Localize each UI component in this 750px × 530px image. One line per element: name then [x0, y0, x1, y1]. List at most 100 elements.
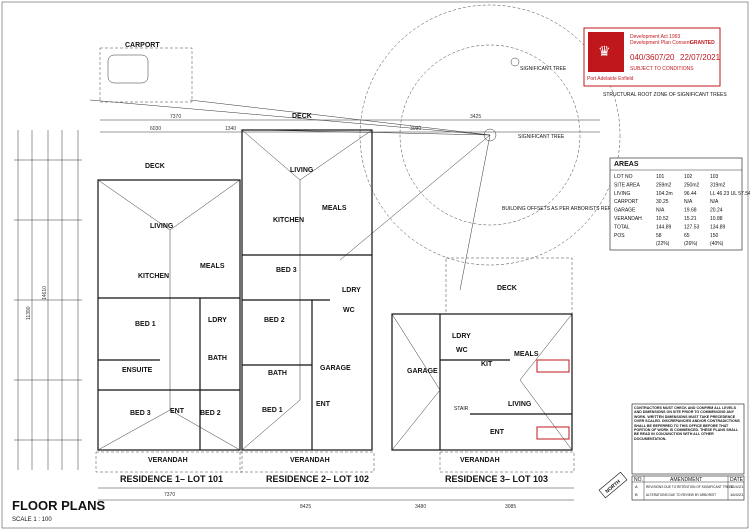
areas-cell: 259m2 — [656, 182, 672, 188]
r1-meals: MEALS — [200, 263, 225, 270]
areas-cell: 30.25 — [656, 199, 669, 205]
r1-kitchen: KITCHEN — [138, 273, 169, 280]
r1-verandah: VERANDAH — [148, 457, 188, 464]
amend-h-no: NO. — [634, 477, 643, 483]
bottom-dimension-strings: 7370 8425 3480 3085 — [98, 487, 574, 510]
stamp-council: Port Adelaide Enfield — [587, 76, 634, 82]
dim-3085: 3085 — [505, 504, 516, 510]
r3-stair: STAIR — [454, 406, 469, 412]
residence-2: DECK LIVING KITCHEN MEALS BED 3 LDRY WC … — [239, 113, 375, 473]
areas-cell: 10.88 — [710, 216, 723, 222]
areas-cell: TOTAL — [614, 224, 630, 230]
areas-cell: N/A — [684, 199, 693, 205]
areas-cell: 319m2 — [710, 182, 726, 188]
stamp-line2: Development Plan Consent — [630, 40, 691, 46]
approval-stamp: ♛ Port Adelaide Enfield Development Act … — [583, 27, 721, 87]
carport: CARPORT — [99, 42, 193, 103]
left-dimension-strings: 14610 11390 — [14, 130, 82, 470]
carport-label: CARPORT — [125, 42, 160, 49]
amend-h-date: DATE — [730, 477, 744, 483]
amend-h-text: AMENDMENT — [670, 477, 702, 483]
stamp-subject: SUBJECT TO CONDITIONS — [630, 66, 694, 72]
dim-14610: 14610 — [42, 286, 48, 300]
dim-3425: 3425 — [470, 114, 481, 120]
areas-cell: 19.68 — [684, 208, 697, 214]
areas-cell: 127.53 — [684, 224, 700, 230]
areas-cell: GARAGE — [614, 208, 636, 214]
amend-a-no: A — [635, 484, 638, 489]
r3-garage: GARAGE — [407, 368, 438, 375]
areas-cell: 150 — [710, 233, 719, 239]
r2-kitchen: KITCHEN — [273, 217, 304, 224]
dim-11390: 11390 — [26, 306, 32, 320]
areas-cell: LL 46.23 UL 57.54 — [710, 191, 750, 197]
areas-cell: (26%) — [684, 241, 698, 247]
areas-cell: 10.52 — [656, 216, 669, 222]
r2-living: LIVING — [290, 167, 314, 174]
residence-3: DECK LDRY WC KIT MEALS GARAGE STAIR LIVI… — [391, 257, 575, 473]
r2-meals: MEALS — [322, 205, 347, 212]
res-101-title: RESIDENCE 1– LOT 101 — [120, 474, 223, 484]
areas-cell: 15.21 — [684, 216, 697, 222]
areas-col-header: LOT NO — [614, 174, 633, 180]
areas-cell: CARPORT — [614, 199, 638, 205]
r1-ldry: LDRY — [208, 317, 227, 324]
r3-kit: KIT — [481, 361, 493, 368]
dim-3090: 3090 — [410, 126, 421, 132]
amend-b-text: ALTERATIONS DUE TO REVIEW BY ARBORIST — [646, 493, 716, 497]
areas-col-header: 103 — [710, 174, 719, 180]
areas-cell: 144.89 — [656, 224, 672, 230]
r2-garage: GARAGE — [320, 365, 351, 372]
r1-bath: BATH — [208, 355, 227, 362]
areas-col-header: 102 — [684, 174, 693, 180]
stamp-date: 22/07/2021 — [680, 53, 721, 62]
scale-label: SCALE 1 : 100 — [12, 517, 52, 523]
areas-cell: (22%) — [656, 241, 670, 247]
residence-1: DECK LIVING KITCHEN MEALS BED 1 LDRY BAT… — [95, 163, 243, 473]
res-102-title: RESIDENCE 2– LOT 102 — [266, 474, 369, 484]
r3-living: LIVING — [508, 401, 532, 408]
r2-bed3: BED 3 — [276, 267, 297, 274]
dim-1340: 1340 — [225, 126, 236, 132]
dim-7370-top: 7370 — [170, 114, 181, 120]
areas-col-header: 101 — [656, 174, 665, 180]
r2-bed1: BED 1 — [262, 407, 283, 414]
r1-bed3: BED 3 — [130, 410, 151, 417]
r3-meals: MEALS — [514, 351, 539, 358]
areas-cell: N/A — [656, 208, 665, 214]
tree-note-2: SIGNIFICANT TREE — [518, 134, 565, 140]
tree-root-zones: SIGNIFICANT TREE SIGNIFICANT TREE STRUCT… — [89, 4, 727, 291]
root-zone-note: STRUCTURAL ROOT ZONE OF SIGNIFICANT TREE… — [603, 92, 727, 98]
r2-verandah: VERANDAH — [290, 457, 330, 464]
areas-cell: 250m2 — [684, 182, 700, 188]
dim-3480: 3480 — [415, 504, 426, 510]
north-arrow: NORTH — [598, 471, 628, 499]
r1-living: LIVING — [150, 223, 174, 230]
r3-ent: ENT — [490, 429, 505, 436]
areas-heading: AREAS — [614, 161, 639, 168]
areas-cell: 96.44 — [684, 191, 697, 197]
floor-plans-title: FLOOR PLANS — [12, 498, 105, 513]
offsets-note: BUILDING OFFSETS AS PER ARBORISTS REPORT — [502, 206, 622, 212]
areas-cell: 20.24 — [710, 208, 723, 214]
contractor-note: CONTRACTORS MUST CHECK AND CONFIRM ALL L… — [634, 406, 740, 441]
amend-b-date: 16/4/21 — [730, 492, 744, 497]
areas-cell: 104.2m — [656, 191, 673, 197]
r1-deck: DECK — [145, 163, 165, 170]
areas-cell: 134.89 — [710, 224, 726, 230]
areas-cell: LIVING — [614, 191, 631, 197]
r1-bed2: BED 2 — [200, 410, 221, 417]
stamp-number: 040/3607/20 — [630, 53, 675, 62]
r3-wc: WC — [456, 347, 468, 354]
r2-bed2: BED 2 — [264, 317, 285, 324]
r2-bath: BATH — [268, 370, 287, 377]
tree-note-1: SIGNIFICANT TREE — [520, 66, 567, 72]
r3-verandah: VERANDAH — [460, 457, 500, 464]
contractor-note-block: CONTRACTORS MUST CHECK AND CONFIRM ALL L… — [631, 403, 745, 475]
areas-cell: N/A — [710, 199, 719, 205]
r1-ent: ENT — [170, 408, 185, 415]
stamp-status: GRANTED — [690, 40, 715, 46]
